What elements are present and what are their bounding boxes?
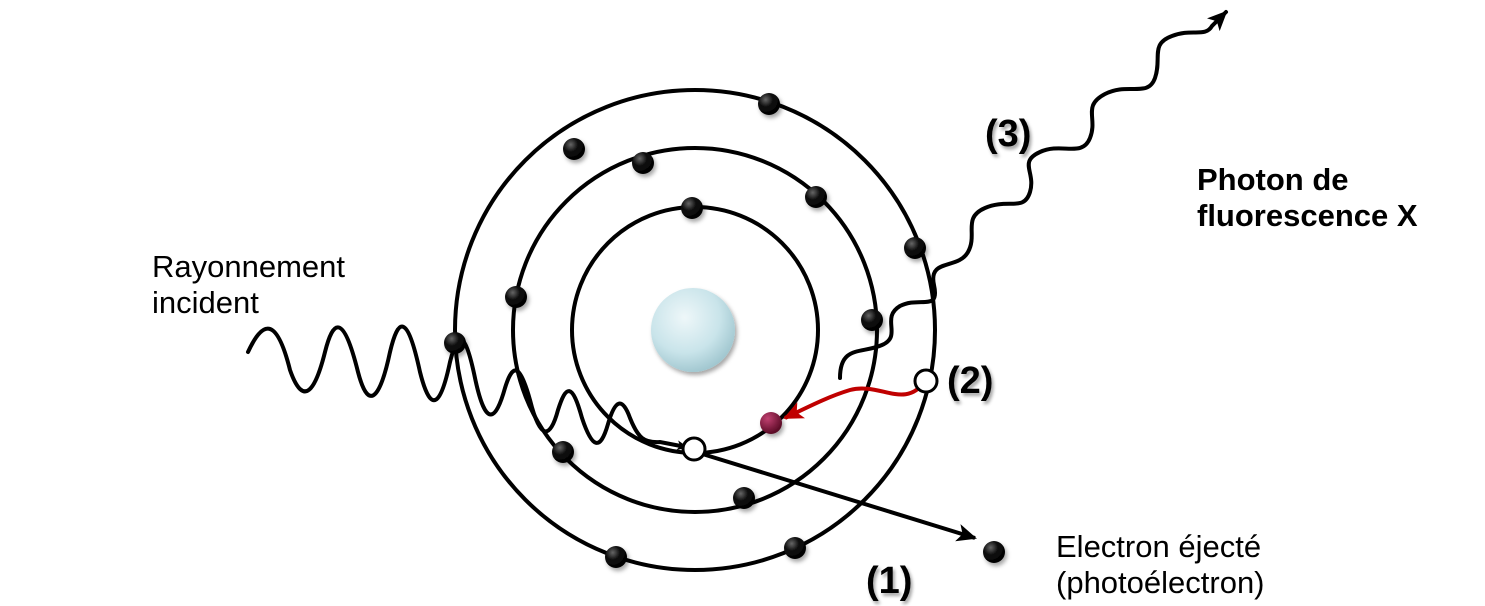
incident-label-line1: Rayonnement [152, 249, 346, 284]
outer-shell [453, 88, 937, 572]
ejected-electron-label: Electron éjecté (photoélectron) [1056, 529, 1265, 600]
electron-icon [758, 93, 780, 115]
fluorescence-photon-label: Photon de fluorescence X [1197, 162, 1418, 233]
electron-icon [563, 138, 585, 160]
nucleus-icon [651, 288, 735, 372]
transitioning-electron-icon [760, 412, 782, 434]
electron-icon [605, 546, 627, 568]
step-2-label: (2) [947, 360, 994, 402]
electron-icon [632, 152, 654, 174]
electron-icon [904, 237, 926, 259]
middle-shell-electrons [505, 152, 883, 509]
electron-icon [681, 197, 703, 219]
electron-icon [805, 186, 827, 208]
step-3-label: (3) [985, 113, 1032, 155]
vacancy-icon [681, 436, 707, 462]
fluorescence-label-line2: fluorescence X [1197, 197, 1418, 233]
electron-icon [861, 309, 883, 331]
electron-icon [505, 286, 527, 308]
vacancy-icon [913, 368, 939, 394]
ejection-arrow [695, 450, 977, 542]
middle-shell [511, 146, 879, 514]
ejected-label-line1: Electron éjecté [1056, 529, 1262, 564]
fluorescence-wave [838, 10, 1228, 380]
ejected-label-line2: (photoélectron) [1056, 564, 1265, 600]
outer-shell-electrons [444, 93, 926, 568]
incident-radiation-label: Rayonnement incident [152, 249, 345, 320]
electron-icon [733, 487, 755, 509]
electron-icon [444, 332, 466, 354]
transition-arrow [783, 379, 927, 420]
electron-icon [552, 441, 574, 463]
electron-icon [784, 537, 806, 559]
inner-shell-electrons [681, 197, 703, 219]
incident-label-line2: incident [152, 284, 259, 320]
fluorescence-label-line1: Photon de [1197, 162, 1349, 197]
step-1-label: (1) [866, 560, 913, 602]
photoelectron-icon [983, 541, 1005, 563]
